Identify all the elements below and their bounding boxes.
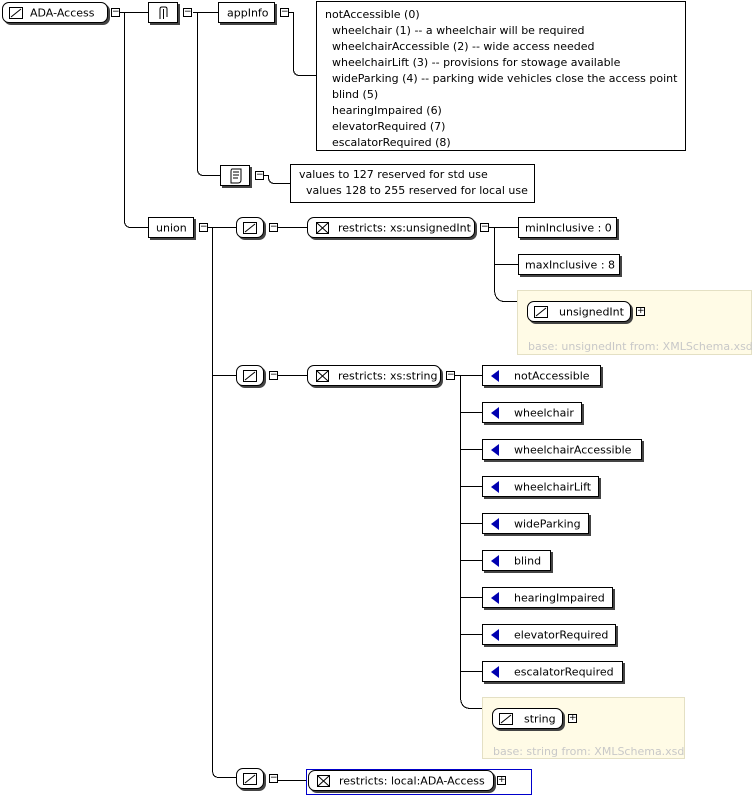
- restriction-icon: [316, 370, 329, 382]
- simple-type-icon: [534, 306, 548, 318]
- restriction-label: restricts: xs:string: [338, 369, 438, 382]
- member-simple-type-node[interactable]: [236, 365, 264, 386]
- base-type-label: string: [524, 712, 556, 725]
- base-type-note: base: string from: XMLSchema.xsd: [493, 745, 685, 758]
- restriction-collapse-toggle[interactable]: −: [480, 222, 489, 232]
- enumeration-icon: [491, 369, 499, 382]
- enumeration-label: wheelchairAccessible: [514, 443, 632, 456]
- member-simple-type-node[interactable]: [236, 768, 264, 789]
- restriction-string-node[interactable]: restricts: xs:string: [307, 365, 441, 386]
- appinfo-line: escalatorRequired (8): [325, 136, 451, 149]
- restriction-expand-toggle[interactable]: +: [497, 775, 506, 785]
- restriction-unsignedint-node[interactable]: restricts: xs:unsignedInt: [307, 217, 475, 238]
- enumeration-icon: [491, 591, 499, 604]
- restriction-ada-access-node[interactable]: restricts: local:ADA-Access: [308, 770, 494, 791]
- selected-restriction-frame: [306, 769, 532, 795]
- base-type-expand-toggle[interactable]: +: [636, 306, 645, 316]
- documentation-node[interactable]: [220, 165, 250, 186]
- enumeration-label: blind: [514, 554, 542, 567]
- facet-max-inclusive[interactable]: maxInclusive : 8: [518, 254, 620, 275]
- restriction-label: restricts: xs:unsignedInt: [338, 221, 471, 234]
- base-type-node[interactable]: string: [492, 708, 563, 729]
- root-collapse-toggle[interactable]: −: [111, 7, 120, 17]
- documentation-collapse-toggle[interactable]: −: [255, 170, 264, 180]
- union-collapse-toggle[interactable]: −: [199, 222, 208, 232]
- enumeration-label: escalatorRequired: [514, 665, 614, 678]
- enumeration-item[interactable]: blind: [482, 550, 551, 571]
- enumeration-item[interactable]: escalatorRequired: [482, 661, 623, 682]
- facet-label: maxInclusive : 8: [525, 258, 616, 271]
- documentation-line: values 128 to 255 reserved for local use: [299, 184, 528, 197]
- base-type-expand-toggle[interactable]: +: [568, 713, 577, 723]
- enumeration-label: wheelchair: [514, 406, 574, 419]
- annotation-node[interactable]: [148, 2, 178, 23]
- simple-type-icon: [243, 222, 257, 234]
- enumeration-label: wideParking: [514, 517, 581, 530]
- documentation-line: values to 127 reserved for std use: [299, 168, 488, 181]
- simple-type-icon: [243, 773, 257, 785]
- enumeration-item[interactable]: wheelchairAccessible: [482, 439, 642, 460]
- appinfo-collapse-toggle[interactable]: −: [280, 7, 289, 17]
- base-type-panel: string + base: string from: XMLSchema.xs…: [482, 697, 685, 759]
- simple-type-icon: [499, 713, 513, 725]
- enumeration-icon: [491, 554, 499, 567]
- root-label: ADA-Access: [30, 6, 95, 19]
- enumeration-icon: [491, 406, 499, 419]
- enumeration-label: hearingImpaired: [514, 591, 605, 604]
- annotation-icon: [159, 6, 168, 19]
- appinfo-text-box: notAccessible (0) wheelchair (1) -- a wh…: [316, 1, 686, 151]
- appinfo-line: blind (5): [325, 88, 379, 101]
- enumeration-item[interactable]: wideParking: [482, 513, 589, 534]
- member-collapse-toggle[interactable]: −: [269, 773, 278, 783]
- appinfo-line: wheelchairAccessible (2) -- wide access …: [325, 40, 595, 53]
- root-simple-type-node[interactable]: ADA-Access: [2, 2, 108, 23]
- enumeration-icon: [491, 628, 499, 641]
- base-type-node[interactable]: unsignedInt: [527, 301, 631, 322]
- member-simple-type-node[interactable]: [236, 217, 264, 238]
- base-type-label: unsignedInt: [559, 305, 624, 318]
- appinfo-line: wheelchairLift (3) -- provisions for sto…: [325, 56, 621, 69]
- enumeration-item[interactable]: wheelchair: [482, 402, 582, 423]
- appinfo-node[interactable]: appInfo: [218, 2, 275, 23]
- facet-label: minInclusive : 0: [525, 221, 612, 234]
- union-label: union: [156, 221, 187, 234]
- enumeration-icon: [491, 517, 499, 530]
- appinfo-line: notAccessible (0): [325, 8, 420, 21]
- enumeration-icon: [491, 665, 499, 678]
- appinfo-line: elevatorRequired (7): [325, 120, 446, 133]
- enumeration-item[interactable]: elevatorRequired: [482, 624, 616, 645]
- enumeration-item[interactable]: wheelchairLift: [482, 476, 599, 497]
- appinfo-label: appInfo: [227, 6, 269, 19]
- appinfo-line: hearingImpaired (6): [325, 104, 442, 117]
- restriction-icon: [317, 775, 330, 787]
- member-collapse-toggle[interactable]: −: [269, 370, 278, 380]
- documentation-icon: [230, 168, 242, 184]
- enumeration-icon: [491, 480, 499, 493]
- member-collapse-toggle[interactable]: −: [269, 222, 278, 232]
- appinfo-line: wheelchair (1) -- a wheelchair will be r…: [325, 24, 585, 37]
- enumeration-icon: [491, 443, 499, 456]
- restriction-label: restricts: local:ADA-Access: [339, 774, 485, 787]
- appinfo-line: wideParking (4) -- parking wide vehicles…: [325, 72, 678, 85]
- restriction-collapse-toggle[interactable]: −: [446, 370, 455, 380]
- enumeration-label: elevatorRequired: [514, 628, 609, 641]
- enumeration-label: wheelchairLift: [514, 480, 592, 493]
- documentation-text-box: values to 127 reserved for std use value…: [290, 164, 535, 203]
- enumeration-item[interactable]: hearingImpaired: [482, 587, 613, 608]
- base-type-panel: unsignedInt + base: unsignedInt from: XM…: [517, 290, 753, 355]
- annotation-collapse-toggle[interactable]: −: [183, 7, 192, 17]
- facet-min-inclusive[interactable]: minInclusive : 0: [518, 217, 617, 238]
- union-node[interactable]: union: [148, 217, 194, 238]
- enumeration-label: notAccessible: [514, 369, 590, 382]
- base-type-note: base: unsignedInt from: XMLSchema.xsd: [528, 340, 753, 353]
- restriction-icon: [316, 222, 329, 234]
- simple-type-icon: [243, 370, 257, 382]
- enumeration-item[interactable]: notAccessible: [482, 365, 601, 386]
- simple-type-icon: [9, 7, 23, 19]
